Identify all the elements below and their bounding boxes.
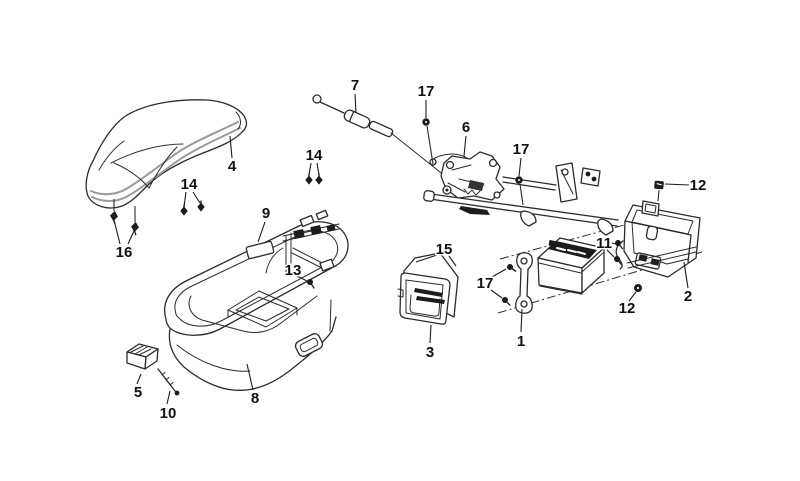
leader-line: [354, 93, 357, 114]
leader-line: [296, 275, 308, 282]
clip-marker: [180, 204, 188, 216]
callout-label-5: 5: [134, 384, 142, 401]
dot-marker: [615, 240, 624, 250]
callout-label-9: 9: [262, 205, 270, 222]
callout-label-7: 7: [351, 77, 359, 94]
leader-line: [490, 289, 503, 299]
callout-label-13: 13: [285, 262, 302, 279]
leader-line: [611, 242, 617, 245]
callout-label-4: 4: [228, 158, 237, 175]
pin-marker: [110, 210, 118, 225]
leader-line: [683, 261, 689, 289]
battery-case: [615, 200, 701, 278]
leader-line: [183, 191, 187, 208]
nut-round-marker: [634, 284, 642, 292]
leader-line: [415, 254, 438, 263]
tapping-screw: [157, 368, 180, 396]
leader-line: [491, 268, 507, 278]
leader-line: [113, 219, 121, 245]
callout-label-12: 12: [690, 177, 707, 194]
leader-line: [606, 249, 615, 258]
callout-label-16: 16: [116, 244, 133, 261]
dot-marker: [502, 297, 511, 306]
battery-cover: [397, 252, 459, 325]
detail-line: [519, 183, 524, 206]
clip-marker: [315, 173, 323, 185]
leader-line: [246, 363, 254, 391]
leader-line: [192, 191, 201, 204]
callout-label-1: 1: [517, 333, 525, 350]
callout-label-12: 12: [619, 300, 636, 317]
luggage-box: [164, 209, 349, 391]
dot-marker: [307, 279, 315, 289]
leader-line: [628, 291, 637, 302]
leader-line: [463, 135, 467, 157]
leader-line: [316, 162, 320, 176]
detail-line: [426, 125, 434, 165]
callout-leader-lines: [113, 93, 690, 405]
box-latch-bracket: [265, 209, 340, 274]
clip-marker: [197, 200, 205, 212]
battery: [537, 237, 605, 295]
leader-line: [257, 221, 266, 243]
dot-marker: [507, 264, 517, 273]
callout-label-14: 14: [181, 176, 198, 193]
seat-latch-assembly: [423, 151, 619, 236]
box-cushion-rubber: [126, 343, 159, 370]
leader-line: [136, 373, 142, 385]
callout-label-15: 15: [436, 241, 453, 258]
callout-label-8: 8: [251, 390, 259, 407]
leader-line: [664, 183, 690, 186]
dot-marker: [614, 256, 623, 266]
leader-line: [308, 162, 312, 176]
callout-label-17: 17: [513, 141, 530, 158]
leader-line: [520, 308, 523, 333]
callout-label-2: 2: [684, 288, 692, 305]
seat-lock-cable: [312, 94, 451, 181]
callout-label-14: 14: [306, 147, 323, 164]
screw-head-marker: [422, 118, 430, 126]
screw-head-marker: [515, 176, 523, 184]
seat: [85, 99, 248, 209]
callout-label-3: 3: [426, 344, 434, 361]
fastener-markers: [110, 118, 664, 306]
pin-marker: [131, 221, 139, 236]
clip-marker: [305, 173, 313, 185]
callout-label-10: 10: [160, 405, 177, 422]
caution-label-plate: [245, 240, 275, 260]
battery-band: [515, 252, 533, 314]
nut-square-marker: [654, 180, 664, 190]
callout-label-17: 17: [477, 275, 494, 292]
callout-label-11: 11: [596, 235, 612, 252]
detail-line: [657, 189, 660, 202]
leader-line: [127, 230, 135, 245]
callout-label-6: 6: [462, 119, 470, 136]
leader-line: [166, 390, 171, 405]
leader-line: [429, 324, 432, 344]
leader-line: [518, 157, 522, 177]
leader-line: [448, 255, 457, 267]
leader-line: [229, 135, 233, 159]
axis-line: [499, 212, 669, 260]
callout-label-17: 17: [418, 83, 435, 100]
fastener-detail-lines: [113, 125, 660, 222]
